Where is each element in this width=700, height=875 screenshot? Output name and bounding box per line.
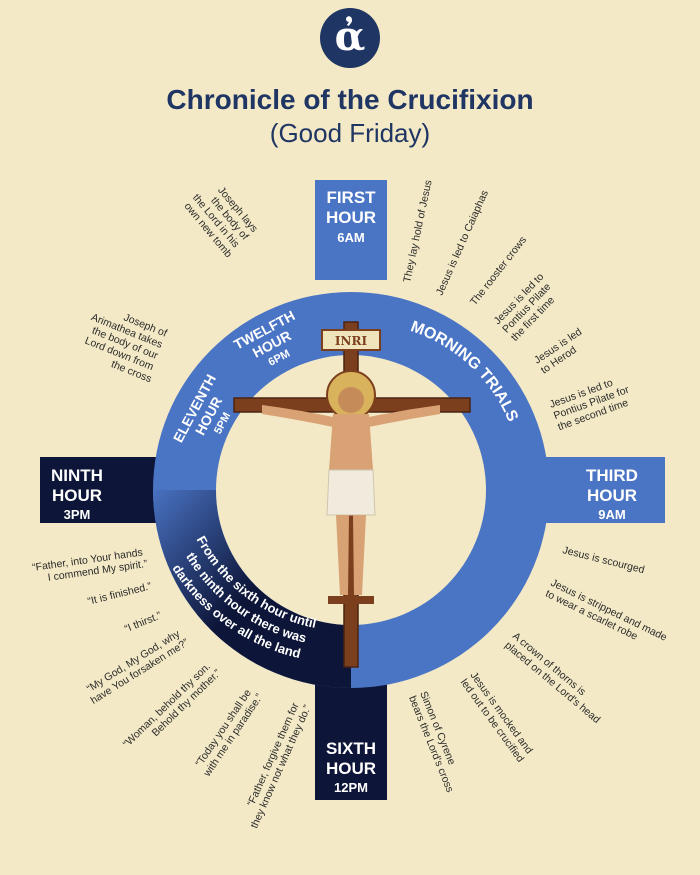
page-title: Chronicle of the Crucifixion <box>166 84 534 115</box>
event-herod: Jesus is led to Herod <box>532 324 593 376</box>
svg-text:6AM: 6AM <box>337 230 364 245</box>
svg-text:HOUR: HOUR <box>326 208 376 227</box>
event-scourged: Jesus is scourged <box>561 544 646 576</box>
svg-text:HOUR: HOUR <box>326 759 376 778</box>
svg-text:THIRD: THIRD <box>586 466 638 485</box>
darkness-segment <box>153 490 351 688</box>
sixth-hour-box <box>315 690 387 800</box>
sixth-hour-time: 12PM <box>334 780 368 795</box>
inri-plaque: INRI <box>335 334 368 348</box>
saying-thirst: “I thirst.” <box>123 609 164 635</box>
sixth-hour-label-2: HOUR <box>326 759 376 778</box>
event-mocked: Jesus is mocked and led out to be crucif… <box>458 670 537 766</box>
event-joseph-takes-body: Joseph of Arimathea takes the body of ou… <box>76 300 172 385</box>
first-hour-label-2: HOUR <box>326 208 376 227</box>
event-pilate-second: Jesus is led to Pontius Pilate for the s… <box>548 371 638 433</box>
first-hour-label: FIRST <box>326 188 376 207</box>
ninth-hour-label: NINTH <box>51 466 103 485</box>
event-simon-cyrene: Simon of Cyrene bears the Lord's cross <box>406 690 467 794</box>
first-hour-time: 6AM <box>337 230 364 245</box>
svg-text:HOUR: HOUR <box>52 486 102 505</box>
saying-commend-spirit: “Father, into Your hands I commend My sp… <box>31 546 148 586</box>
svg-text:HOUR: HOUR <box>587 486 637 505</box>
third-hour-time: 9AM <box>598 507 625 522</box>
third-hour-label: THIRD <box>586 466 638 485</box>
svg-text:NINTH: NINTH <box>51 466 103 485</box>
ninth-hour-time: 3PM <box>64 507 91 522</box>
page-subtitle: (Good Friday) <box>269 118 431 148</box>
svg-text:SIXTH: SIXTH <box>326 739 376 758</box>
event-pilate-first: Jesus is led to Pontius Pilate the first… <box>492 269 566 344</box>
crucifix-icon: INRI <box>233 321 471 668</box>
svg-text:FIRST: FIRST <box>326 188 376 207</box>
saying-paradise: “Today you shall be with me in paradise.… <box>191 685 266 780</box>
svg-text:3PM: 3PM <box>64 507 91 522</box>
event-joseph-tomb: Joseph lays the body of the Lord in his … <box>181 176 262 260</box>
ninth-hour-box <box>40 457 152 523</box>
logo-icon: ἀ <box>320 8 380 68</box>
event-scarlet-robe: Jesus is stripped and made to wear a sca… <box>543 577 671 656</box>
third-hour-label-2: HOUR <box>587 486 637 505</box>
sixth-hour-label: SIXTH <box>326 739 376 758</box>
third-hour-box <box>555 457 665 523</box>
first-hour-box <box>315 180 387 250</box>
svg-text:12PM: 12PM <box>334 780 368 795</box>
event-lay-hold: They lay hold of Jesus <box>401 179 434 284</box>
saying-finished: “It is finished.” <box>86 580 153 608</box>
ninth-hour-label-2: HOUR <box>52 486 102 505</box>
svg-text:9AM: 9AM <box>598 507 625 522</box>
event-crown-thorns: A crown of thorns is placed on the Lord'… <box>502 630 610 726</box>
